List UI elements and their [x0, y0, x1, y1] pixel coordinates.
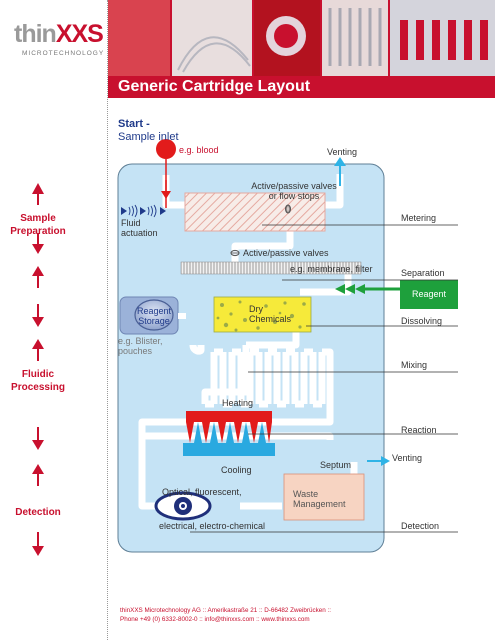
fluidic-processing-label-1: Fluidic — [21, 369, 55, 380]
cooler-strip — [183, 443, 275, 456]
fluidic-processing-label-2: Processing — [11, 382, 65, 393]
separation-label: Separation — [401, 268, 445, 278]
reagent-box-label: Reagent — [411, 289, 447, 299]
optical-label: Optical, fluorescent, — [162, 487, 242, 497]
footer-line-2: Phone +49 (0) 6332-8002-0 :: info@thinxx… — [120, 616, 310, 623]
waste-label-2: Management — [293, 499, 346, 509]
valves-top-label-1: Active/passive valves — [251, 181, 337, 191]
reaction-label: Reaction — [401, 425, 437, 435]
page-title: Generic Cartridge Layout — [118, 78, 311, 95]
divider-line — [107, 0, 108, 640]
reagent-storage-blister — [134, 299, 174, 331]
footer-address: thinXXS Microtechnology AG :: Amerikastr… — [120, 606, 331, 624]
cooling-label: Cooling — [221, 465, 252, 475]
reagent-storage-label-2: Storage — [138, 316, 170, 326]
eg-blood-label: e.g. blood — [179, 145, 219, 155]
dissolving-label: Dissolving — [401, 316, 443, 326]
valves-top-label-2: or flow stops — [268, 191, 320, 201]
sample-inlet-label: Sample inlet — [118, 131, 179, 143]
mixing-label: Mixing — [401, 360, 428, 370]
fluid-actuation-label-1: Fluid — [121, 218, 141, 228]
dry-chemicals-label-1: Dry — [249, 304, 263, 314]
reagent-box — [400, 280, 458, 309]
footer-line-1: thinXXS Microtechnology AG :: Amerikastr… — [120, 607, 332, 614]
blister-label-2: pouches — [118, 346, 153, 356]
detection-right-label: Detection — [401, 521, 440, 531]
septum-label: Septum — [320, 460, 352, 470]
header-photo-strip — [108, 0, 495, 88]
start-label: Start - — [118, 118, 150, 130]
venting-bottom-label: Venting — [392, 453, 423, 463]
dry-chemicals-label-2: Chemicals — [249, 314, 292, 324]
fluid-actuation-label-2: actuation — [121, 228, 158, 238]
logo-xxs: XXS — [55, 20, 104, 48]
title-bar — [108, 76, 495, 98]
heating-label: Heating — [222, 398, 254, 408]
blister-label-1: e.g. Blister, — [118, 336, 163, 346]
reagent-storage-label-1: Reagent — [136, 306, 172, 316]
sample-inlet-port — [156, 139, 176, 159]
metering-label: Metering — [401, 213, 437, 223]
membrane-filter — [180, 261, 362, 275]
sample-preparation-label-1: Sample — [20, 213, 56, 224]
heater-strip — [186, 411, 272, 422]
membrane-label: e.g. membrane, filter — [290, 264, 373, 274]
logo-thin: thin — [14, 20, 57, 48]
detection-side-label: Detection — [15, 507, 61, 518]
electrical-label: electrical, electro-chemical — [159, 521, 266, 531]
waste-management-area — [283, 473, 365, 521]
company-logo: thinXXS — [14, 20, 104, 48]
waste-label-1: Waste — [293, 489, 319, 499]
sample-preparation-label-2: Preparation — [10, 226, 66, 237]
venting-top-label: Venting — [327, 147, 358, 157]
valves-mid-label: Active/passive valves — [243, 248, 329, 258]
logo-subtitle: MICROTECHNOLOGY — [22, 50, 105, 57]
